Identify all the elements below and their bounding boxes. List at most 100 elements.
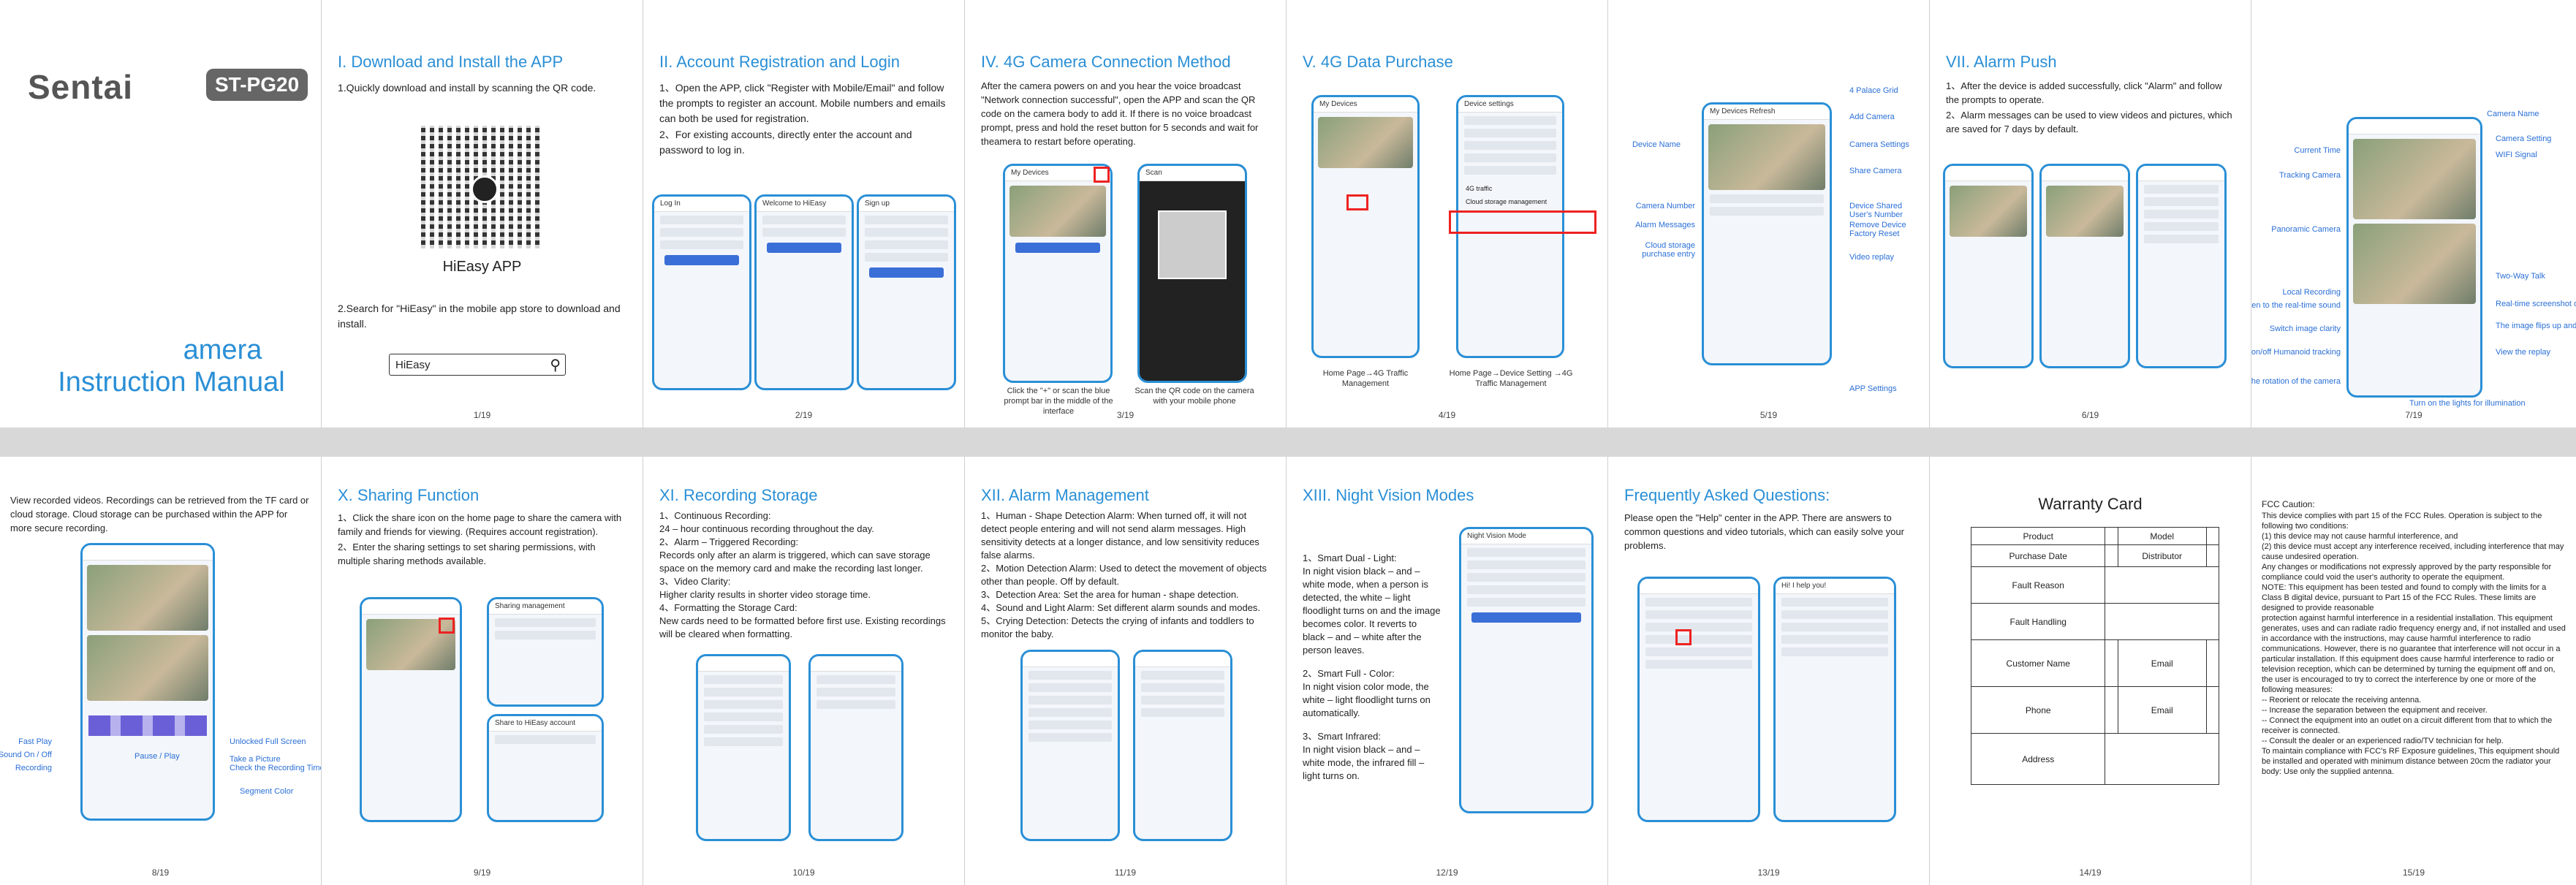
- item: 1、Continuous Recording:: [659, 510, 771, 521]
- label-camera-number: Camera Number: [1635, 202, 1695, 210]
- label-take-picture: Take a Picture: [230, 755, 281, 764]
- page-4g-connection: IV. 4G Camera Connection Method After th…: [965, 0, 1287, 428]
- item: Records only after an alarm is triggered…: [659, 550, 931, 574]
- top-sheet: Sentai ST-PG20 amera Instruction Manual …: [0, 0, 2576, 428]
- page-number: 3/19: [1116, 410, 1134, 420]
- line: -- Reorient or relocate the receiving an…: [2262, 696, 2422, 704]
- item: 1、Human - Shape Detection Alarm: When tu…: [981, 510, 1259, 561]
- label-humanoid-tracking: Turn on/off Humanoid tracking: [2251, 348, 2341, 357]
- cell: Distributor: [2117, 544, 2207, 567]
- account-text-2: 2、For existing accounts, directly enter …: [659, 129, 912, 156]
- label-screenshot: Real-time screenshot of the APP: [2496, 300, 2576, 308]
- item: 1、Smart Dual - Light:: [1303, 552, 1397, 563]
- label-tracking-camera: Tracking Camera: [2279, 171, 2341, 180]
- line: -- Connect the equipment into an outlet …: [2262, 716, 2553, 735]
- line: Any changes or modifications not express…: [2262, 563, 2552, 582]
- search-icon[interactable]: ⚲: [550, 357, 561, 373]
- signup-button[interactable]: [869, 267, 944, 278]
- add-device-button[interactable]: [1015, 243, 1100, 253]
- save-button[interactable]: [1471, 612, 1581, 623]
- highlight-4g: [1346, 194, 1368, 210]
- item: 3、Video Clarity:: [659, 576, 731, 587]
- cell: Purchase Date: [1970, 544, 2106, 567]
- alarm-screen-1: [1943, 164, 2034, 368]
- playback-screen: [80, 543, 215, 821]
- playback-text: View recorded videos. Recordings can be …: [10, 495, 309, 533]
- screen-title: Log In: [654, 197, 749, 212]
- register-button[interactable]: [767, 243, 841, 253]
- menu-cloud-storage[interactable]: Cloud storage management: [1466, 198, 1548, 205]
- item: 2、Alarm – Triggered Recording:: [659, 536, 799, 547]
- page-account: II. Account Registration and Login 1、Ope…: [643, 0, 965, 428]
- timeline-bar[interactable]: [88, 715, 207, 736]
- connection-text: After the camera powers on and you hear …: [981, 80, 1259, 147]
- night-vision-text: 1、Smart Dual - Light: In night vision bl…: [1303, 552, 1441, 783]
- alarm-screen-2: [2039, 164, 2130, 368]
- label-lights: Turn on the lights for illumination: [2409, 399, 2526, 408]
- page-title: X. Sharing Function: [338, 486, 480, 504]
- alarm-screen-1: [1020, 650, 1120, 841]
- page-number: 12/19: [1436, 867, 1458, 878]
- alarm-text-1: 1、After the device is added successfully…: [1946, 80, 2222, 105]
- screen-title: Scan: [1140, 166, 1245, 181]
- login-button[interactable]: [664, 255, 739, 265]
- page-number: 10/19: [792, 867, 815, 878]
- cover-title-line2: Instruction Manual: [58, 367, 285, 398]
- line: To maintain compliance with FCC's RF Exp…: [2262, 747, 2560, 776]
- my-devices-screen: My Devices: [1003, 164, 1113, 383]
- page-title: Frequently Asked Questions:: [1624, 486, 1830, 504]
- line: protection against harmful interference …: [2262, 614, 2566, 694]
- caption-2: Scan the QR code on the camera with your…: [1134, 387, 1254, 406]
- label-panoramic-camera: Panoramic Camera: [2271, 225, 2341, 234]
- fcc-title: FCC Caution:: [2262, 499, 2315, 509]
- page-number: 5/19: [1759, 410, 1778, 420]
- page-alarm-management: XII. Alarm Management 1、Human - Shape De…: [965, 457, 1287, 885]
- item: In night vision color mode, the white – …: [1303, 681, 1431, 718]
- screen-title: Sign up: [859, 197, 954, 212]
- sharing-text-2: 2、Enter the sharing settings to set shar…: [338, 542, 596, 566]
- sharing-text-1: 1、Click the share icon on the home page …: [338, 512, 622, 537]
- search-input[interactable]: HiEasy: [395, 359, 431, 371]
- label-sound: Sound On / Off: [0, 751, 52, 759]
- cell: Email: [2117, 686, 2207, 734]
- label-cloud-storage: Cloud storage purchase entry: [1642, 241, 1695, 259]
- page-number: 14/19: [2079, 867, 2102, 878]
- highlight-share: [439, 618, 455, 634]
- label-local-recording: Local Recording: [2282, 288, 2341, 297]
- label-4-palace-grid: 4 Palace Grid: [1849, 86, 1898, 95]
- account-text-1: 1、Open the APP, click "Register with Mob…: [659, 82, 946, 124]
- label-fast-play: Fast Play: [18, 737, 52, 746]
- label-video-replay: Video replay: [1849, 253, 1894, 262]
- label-remove-device: Remove Device Factory Reset: [1849, 221, 1906, 238]
- page-title: XIII. Night Vision Modes: [1303, 486, 1474, 504]
- page-night-vision: XIII. Night Vision Modes 1、Smart Dual - …: [1287, 457, 1608, 885]
- page-number: 6/19: [2081, 410, 2099, 420]
- label-add-camera: Add Camera: [1849, 113, 1895, 121]
- item: 5、Crying Detection: Detects the crying o…: [981, 615, 1254, 639]
- page-number: 15/19: [2402, 867, 2425, 878]
- page-faq: Frequently Asked Questions: Please open …: [1608, 457, 1930, 885]
- label-camera-name: Camera Name: [2487, 110, 2539, 118]
- label-pause-play: Pause / Play: [135, 752, 180, 761]
- login-screen: Log In: [652, 194, 751, 390]
- page-title: IV. 4G Camera Connection Method: [981, 53, 1231, 71]
- download-text-1: 1.Quickly download and install by scanni…: [338, 82, 596, 94]
- cell: Phone: [1970, 686, 2106, 734]
- cell: Product: [1970, 527, 2106, 545]
- bottom-sheet: View recorded videos. Recordings can be …: [0, 457, 2576, 885]
- page-number: 2/19: [795, 410, 813, 420]
- signup-screen: Sign up: [857, 194, 956, 390]
- profile-screen: [1637, 577, 1760, 822]
- screen-title: Hi! I help you!: [1776, 579, 1894, 594]
- page-number: 13/19: [1757, 867, 1780, 878]
- search-box[interactable]: HiEasy ⚲: [389, 354, 566, 376]
- page-download: I. Download and Install the APP 1.Quickl…: [322, 0, 643, 428]
- caption-1: Home Page→4G Traffic Management: [1322, 369, 1409, 388]
- menu-4g-traffic[interactable]: 4G traffic: [1466, 185, 1493, 192]
- item: In night vision black – and – white mode…: [1303, 744, 1425, 781]
- item: 2、Smart Full - Color:: [1303, 668, 1395, 679]
- alarm-mgmt-text: 1、Human - Shape Detection Alarm: When tu…: [981, 509, 1270, 641]
- page-number: 4/19: [1438, 410, 1456, 420]
- cell: Email: [2117, 639, 2207, 687]
- welcome-screen: Welcome to HiEasy: [754, 194, 854, 390]
